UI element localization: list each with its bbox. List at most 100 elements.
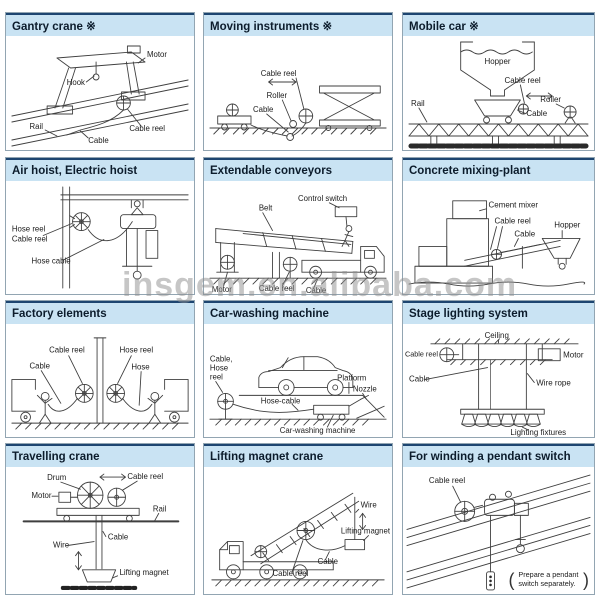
panel-factory-elements: Factory elements [5,300,195,438]
cable-reel-icon [296,520,316,541]
diagram-label: Lighting fixtures [510,428,566,437]
panel-title: Stage lighting system [409,307,528,320]
diagram-label: Ceiling [485,331,509,340]
diagram-label: Cable reel [127,472,163,481]
diagram-label: Roller [540,95,561,104]
panel-title-bar: Stage lighting system [403,301,594,324]
note-line: switch separately. [518,579,575,588]
panel-title-bar: Travelling crane [6,444,194,467]
moving-instruments-diagram: Cable reel Roller Cable [209,69,387,141]
panel-title: Travelling crane [12,450,100,463]
diagram-label: Cable reel [259,284,295,293]
gantry-crane-diagram: Motor Hook Rail Cable Cable reel [11,45,189,147]
panel-extendable-conveyors: Extendable conveyors [203,157,393,295]
diagram-label: Hose [210,364,229,373]
panel-title: Concrete mixing-plant [409,164,531,177]
panel-travelling-crane: Travelling crane [5,443,195,595]
cable-reel-icon [491,248,502,260]
panel-title: For winding a pendant switch [409,450,571,463]
hose-reel-icon [69,212,91,232]
diagram-label: Motor [563,351,584,360]
diagram-label: Motor [212,285,232,294]
diagram-label: Hose [131,363,150,372]
diagram-label: Hopper [554,221,580,230]
diagram-label: Cable [306,286,327,294]
roller-icon [563,105,577,124]
diagram-label: Cable reel [504,76,540,85]
diagram-label: Hose-cable [261,396,301,405]
motor-icon [537,348,561,362]
panel-title: Factory elements [12,307,107,320]
diagram-label: Cable [318,557,339,566]
diagram-label: reel [210,372,223,381]
panel-title-bar: Concrete mixing-plant [403,158,594,181]
panel-concrete-mixing-plant: Concrete mixing-plant Cement mixer [402,157,595,295]
concrete-mixing-plant-diagram: Cement mixer Cable reel Cable Hopper [408,200,586,287]
drum-icon [77,481,104,509]
panel-mobile-car: Mobile car ※ [402,12,595,151]
panel-title: Extendable conveyors [210,164,333,177]
air-hoist-diagram: Hose reel Cable reel Hose cable [12,186,189,289]
note-paren: ( [508,570,514,590]
panel-title: Mobile car ※ [409,20,479,33]
diagram-label: Motor [147,50,167,59]
diagram-label: Rail [153,504,167,513]
diagram-label: Motor [31,491,51,500]
diagram-label: Lifting magnet [341,526,391,535]
motor-icon [216,242,239,273]
panel-title-bar: Factory elements [6,301,194,324]
panel-lifting-magnet-crane: Lifting magnet crane [203,443,393,595]
diagram-label: Cable, [210,355,233,364]
cable-reel-icon [298,108,314,124]
cable-reel-icon [75,384,94,403]
lighting-fixtures-icon [461,413,541,428]
diagram-label: Car-washing machine [280,426,356,435]
panel-title-bar: Air hoist, Electric hoist [6,158,194,181]
diagram-label: Cable reel [405,350,438,359]
pendant-switch-diagram: Cable reel ( Prepare a pendant switch se… [406,474,591,591]
diagram-label: Nozzle [353,384,378,393]
panel-title-bar: Lifting magnet crane [204,444,392,467]
diagram-label: Platform [337,373,367,382]
diagram-label: Rail [30,122,44,131]
diagram-label: Cable reel [495,217,531,226]
motor-icon [58,491,72,503]
panel-title-bar: Car-washing machine [204,301,392,324]
panel-title: Gantry crane ※ [12,20,96,33]
diagram-label: Hose reel [120,346,154,355]
note-paren: ) [583,570,589,590]
cable-hose-reel-icon [217,392,234,420]
stage-lighting-diagram: Ceiling Cable reel Motor Cable Wire rope… [405,331,584,437]
diagram-label: Wire [361,500,378,509]
diagram-label: Cable reel [12,234,48,243]
lifting-magnet-crane-diagram: Wire Lifting magnet Cable Cable reel [211,492,391,587]
diagram-label: Hose reel [12,225,46,234]
diagram-label: Lifting magnet [120,568,170,577]
extendable-conveyors-diagram: Belt Control switch Motor Cable reel Cab… [209,194,387,294]
panel-title-bar: For winding a pendant switch [403,444,594,467]
diagram-label: Hook [67,78,85,87]
pendant-switch-icon [486,571,495,591]
diagram-label: Roller [267,91,288,100]
diagram-label: Cable reel [429,476,465,485]
diagram-label: Wire [53,541,70,550]
travelling-crane-diagram: Drum Cable reel Motor Rail Cable Wire Li… [22,472,180,590]
diagram-label: Cable reel [49,346,85,355]
panel-title: Car-washing machine [210,307,329,320]
diagram-label: Cable reel [129,124,165,133]
cable-reel-icon [282,256,298,279]
cable-reel-icon [107,487,126,507]
car-washing-machine-diagram: Cable, Hose reel Platform Hose-cable Noz… [209,355,387,435]
note-line: Prepare a pendant [518,570,578,579]
panel-title: Air hoist, Electric hoist [12,164,138,177]
panel-title-bar: Gantry crane ※ [6,13,194,36]
panel-air-hoist: Air hoist, Electric hoist [5,157,195,295]
diagram-label: Hopper [484,57,510,66]
panel-title: Lifting magnet crane [210,450,324,463]
mobile-car-diagram: Hopper Cable reel Rail Cable Roller [408,41,589,149]
panel-stage-lighting-system: Stage lighting system [402,300,595,438]
factory-elements-diagram: Cable reel Hose reel Cable Hose [11,337,189,430]
panel-car-washing-machine: Car-washing machine [203,300,393,438]
diagram-label: Rail [411,99,425,108]
